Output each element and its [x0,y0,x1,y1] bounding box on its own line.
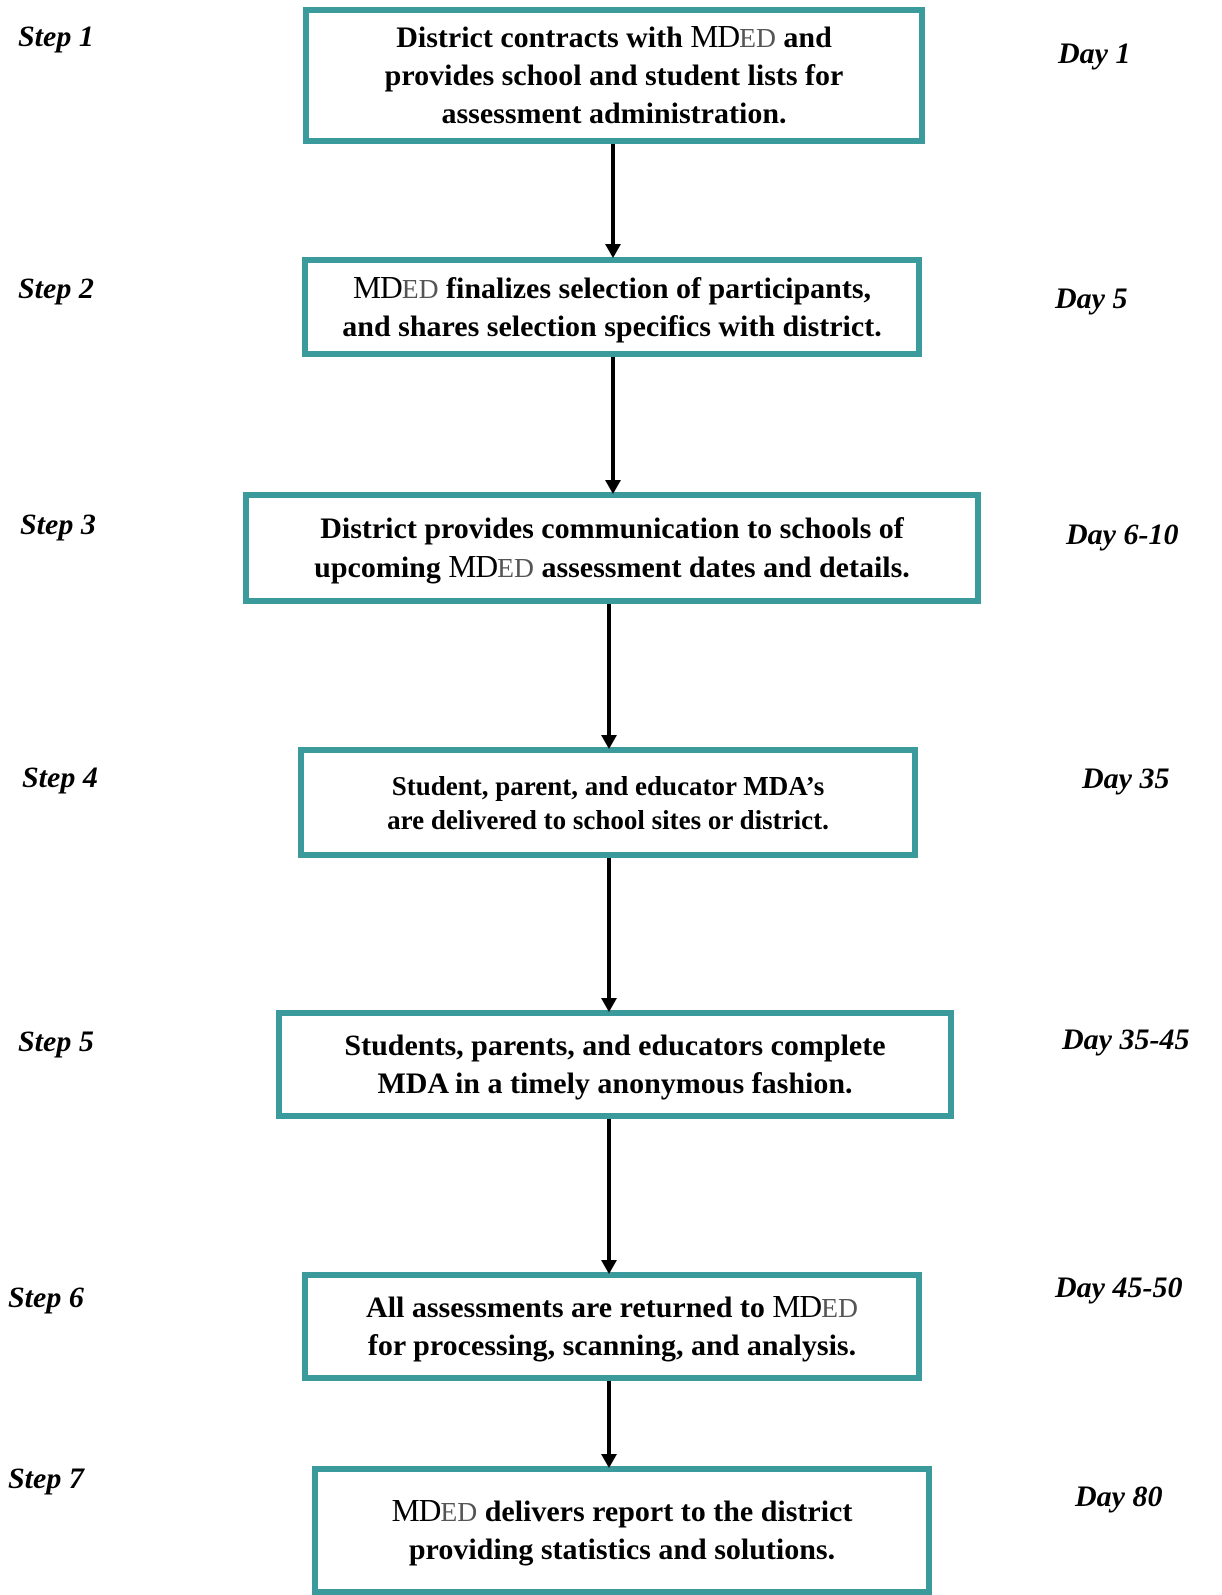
step-text: and shares selection specifics with dist… [342,309,882,343]
brand-ed: ED [440,1496,478,1527]
step-text: provides school and student lists for [384,59,844,92]
step-label-3: Step 3 [20,508,96,541]
step-text: District provides communication to schoo… [320,511,904,545]
step-text: assessment administration. [441,97,787,130]
brand-md: MD [352,269,403,305]
step-text-line: District provides communication to schoo… [320,510,904,548]
step-box-2: MDED finalizes selection of participants… [302,257,922,357]
brand-md: MD [391,1493,442,1528]
step-label-4: Step 4 [22,761,98,794]
step-text: finalizes selection of participants, [438,271,871,305]
day-label-6: Day 45-50 [1055,1271,1183,1304]
day-label-2: Day 5 [1055,282,1128,315]
step-text-line: MDA in a timely anonymous fashion. [377,1065,852,1103]
brand-ed: ED [401,272,439,304]
brand-ed: ED [497,551,534,583]
step-text-line: provides school and student lists for [385,57,844,95]
step-text: for processing, scanning, and analysis. [367,1329,857,1362]
step-text-line: providing statistics and solutions. [409,1531,835,1569]
day-label-7: Day 80 [1075,1480,1163,1513]
arrowhead-1-2 [605,244,621,258]
step-text-line: Students, parents, and educators complet… [344,1027,885,1065]
brand-mark: MDED [690,19,776,54]
step-text-line: and shares selection specifics with dist… [342,308,881,346]
step-label-1: Step 1 [18,20,94,53]
step-label-5: Step 5 [18,1025,94,1058]
step-text-line: for processing, scanning, and analysis. [368,1327,856,1365]
step-text-line: are delivered to school sites or distric… [387,803,829,837]
step-label-6: Step 6 [8,1281,84,1314]
brand-md: MD [772,1289,822,1324]
brand-md: MD [690,19,740,54]
brand-mark: MDED [352,269,439,305]
brand-mark: MDED [448,548,534,584]
step-box-3: District provides communication to schoo… [243,492,981,604]
brand-ed: ED [821,1292,858,1323]
step-text: MDA in a timely anonymous fashion. [377,1066,853,1100]
step-text: are delivered to school sites or distric… [387,804,829,835]
day-label-4: Day 35 [1082,762,1170,795]
day-label-1: Day 1 [1058,37,1131,70]
brand-ed: ED [739,22,776,53]
step-label-2: Step 2 [18,272,94,305]
step-text: and [775,21,832,54]
step-box-5: Students, parents, and educators complet… [276,1010,954,1119]
step-text: Students, parents, and educators complet… [344,1028,886,1062]
step-label-7: Step 7 [8,1462,84,1495]
step-text: All assessments are returned to [366,1291,773,1324]
step-text-line: MDED delivers report to the district [392,1492,853,1531]
step-text: providing statistics and solutions. [408,1533,836,1566]
step-text: upcoming [314,550,449,584]
day-label-3: Day 6-10 [1066,518,1179,551]
day-label-5: Day 35-45 [1062,1023,1190,1056]
step-text: Student, parent, and educator MDA’s [391,770,825,801]
step-text: District contracts with [396,21,691,54]
brand-mark: MDED [772,1289,858,1324]
step-text: delivers report to the district [477,1495,853,1528]
step-text-line: All assessments are returned to MDED [366,1288,858,1327]
step-text-line: assessment administration. [441,95,786,133]
step-text-line: District contracts with MDED and [396,18,832,57]
brand-mark: MDED [391,1493,478,1528]
brand-md: MD [448,548,498,584]
step-text-line: Student, parent, and educator MDA’s [392,769,825,803]
step-text-line: MDED finalizes selection of participants… [353,269,871,308]
step-text: assessment dates and details. [533,550,910,584]
step-text-line: upcoming MDED assessment dates and detai… [314,548,910,587]
